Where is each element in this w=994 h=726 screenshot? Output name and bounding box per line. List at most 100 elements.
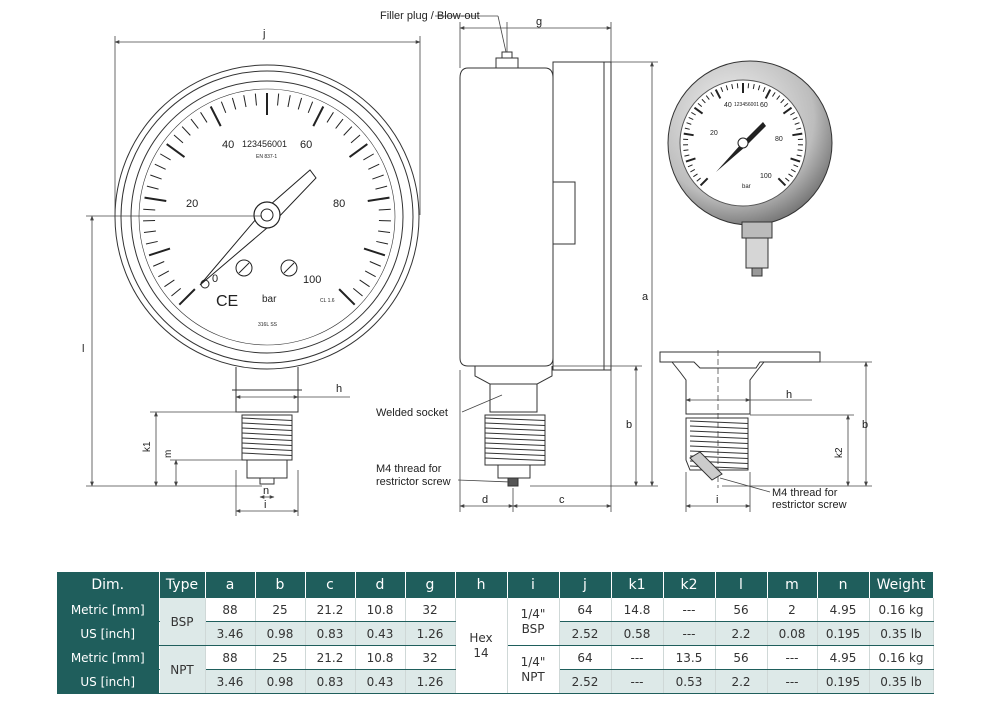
cell-a: 3.46 bbox=[205, 621, 256, 646]
cell-g: 1.26 bbox=[405, 621, 456, 646]
cell-m: 2 bbox=[767, 598, 818, 622]
scale-tick bbox=[348, 143, 368, 158]
scale-tick bbox=[375, 185, 388, 190]
type-cell-bsp: BSP bbox=[159, 598, 206, 646]
cell-a: 88 bbox=[205, 645, 256, 670]
cell-g: 32 bbox=[405, 598, 456, 622]
scale-tick bbox=[307, 101, 314, 114]
cell-d: 0.43 bbox=[355, 621, 406, 646]
cell-c: 21.2 bbox=[305, 645, 356, 670]
thread-line bbox=[241, 442, 293, 446]
cell-j: 2.52 bbox=[559, 621, 612, 646]
scale-tick bbox=[164, 279, 175, 288]
section-callout-m4-line1: M4 thread for bbox=[772, 487, 838, 499]
cell-weight: 0.35 lb bbox=[869, 621, 934, 646]
front-scale-ticks bbox=[143, 93, 391, 306]
front-dimensions bbox=[86, 36, 421, 516]
dial-ce-mark: CE bbox=[216, 293, 238, 310]
scale-tick bbox=[254, 93, 257, 106]
scale-tick bbox=[796, 154, 802, 157]
photo-unit: bar bbox=[742, 184, 751, 190]
scale-tick bbox=[792, 117, 798, 121]
cell-c: 0.83 bbox=[305, 669, 356, 694]
scale-tick bbox=[693, 106, 704, 115]
scale-tick bbox=[792, 132, 803, 137]
cell-j: 64 bbox=[559, 645, 612, 670]
thread-line bbox=[689, 445, 749, 449]
cell-k2: --- bbox=[663, 598, 716, 622]
thread-line bbox=[484, 447, 546, 451]
thread-line bbox=[689, 435, 749, 439]
thread-line bbox=[241, 422, 293, 426]
scale-tick bbox=[312, 106, 325, 127]
scale-tick bbox=[684, 127, 690, 130]
scale-tick bbox=[166, 143, 186, 158]
scale-tick bbox=[783, 102, 789, 108]
front-dial-text: 0 20 40 60 80 100 123456001 EN 837-1 CE … bbox=[186, 139, 345, 328]
thread-line bbox=[484, 457, 546, 461]
scale-tick bbox=[757, 85, 761, 91]
section-dim-label-i: i bbox=[716, 494, 718, 506]
dim-label-k1: k1 bbox=[142, 441, 153, 452]
front-pointer bbox=[199, 169, 317, 286]
scale-tick bbox=[209, 106, 222, 127]
scale-tick bbox=[720, 87, 724, 93]
cell-m: --- bbox=[767, 645, 818, 670]
cell-weight: 0.16 kg bbox=[869, 598, 934, 622]
cell-b: 0.98 bbox=[255, 621, 306, 646]
scale-tick bbox=[731, 83, 734, 90]
section-detail bbox=[659, 350, 821, 488]
scale-tick bbox=[338, 288, 356, 306]
thread-line bbox=[484, 427, 546, 431]
table-row: US [inch] 3.46 0.98 0.83 0.43 1.26 2.52 … bbox=[57, 669, 934, 694]
hex-line1: Hex bbox=[469, 630, 493, 645]
cell-k1: --- bbox=[611, 669, 664, 694]
cell-m: 0.08 bbox=[767, 621, 818, 646]
header-l: l bbox=[715, 572, 768, 598]
header-k1: k1 bbox=[611, 572, 664, 598]
callout-welded-socket: Welded socket bbox=[376, 407, 448, 419]
scale-tick bbox=[243, 95, 247, 108]
table-row: US [inch] 3.46 0.98 0.83 0.43 1.26 2.52 … bbox=[57, 621, 934, 646]
side-dimensions bbox=[435, 15, 658, 512]
header-m: m bbox=[767, 572, 818, 598]
scale-tick bbox=[297, 97, 303, 110]
scale-tick bbox=[687, 164, 693, 168]
scale-tick bbox=[699, 177, 709, 187]
thread-line bbox=[241, 452, 293, 456]
cell-j: 2.52 bbox=[559, 669, 612, 694]
scale-tick bbox=[277, 93, 280, 106]
side-labels: Filler plug / Blow-out g a b Welded sock… bbox=[376, 10, 649, 506]
thread-line bbox=[241, 417, 293, 421]
cell-n: 4.95 bbox=[817, 645, 870, 670]
scale-tick bbox=[685, 157, 696, 163]
header-j: j bbox=[559, 572, 612, 598]
front-bezel-outer bbox=[114, 64, 420, 370]
scale-tick bbox=[796, 127, 802, 130]
photo-num-40: 40 bbox=[724, 102, 732, 109]
front-thread bbox=[241, 414, 293, 461]
scale-tick bbox=[378, 230, 391, 234]
section-callout-m4-line2: restrictor screw bbox=[772, 499, 847, 511]
cell-k1: --- bbox=[611, 645, 664, 670]
scale-tick bbox=[688, 117, 694, 121]
scale-tick bbox=[378, 208, 391, 211]
header-a: a bbox=[205, 572, 256, 598]
hex-line2: 14 bbox=[473, 645, 489, 660]
thread-line bbox=[241, 427, 293, 431]
cell-n: 0.195 bbox=[817, 669, 870, 694]
scale-tick bbox=[788, 173, 793, 178]
section-thread bbox=[685, 417, 749, 471]
dimensions-table: Dim. Type a b c d g h i j k1 k2 l m n We… bbox=[57, 572, 934, 694]
scale-tick bbox=[150, 174, 162, 180]
header-g: g bbox=[405, 572, 456, 598]
cell-l: 56 bbox=[715, 598, 768, 622]
cell-l: 56 bbox=[715, 645, 768, 670]
photo-num-20: 20 bbox=[710, 130, 718, 137]
scale-tick bbox=[684, 154, 690, 157]
scale-tick bbox=[158, 270, 170, 278]
scale-tick bbox=[178, 288, 196, 306]
cell-a: 3.46 bbox=[205, 669, 256, 694]
cell-m: --- bbox=[767, 669, 818, 694]
dim-label-h: h bbox=[336, 383, 342, 395]
